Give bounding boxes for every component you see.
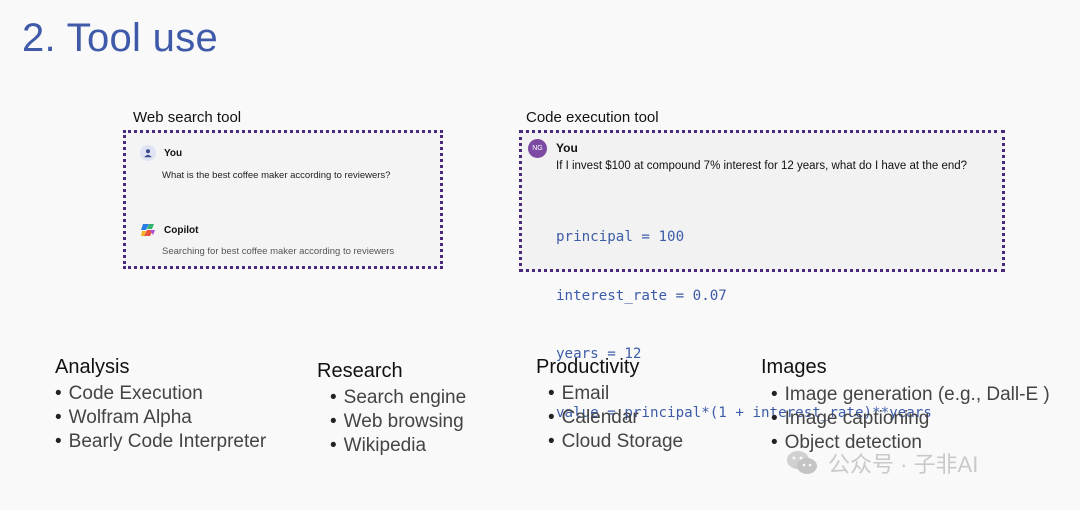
list-item: Image generation (e.g., Dall-E ) <box>771 383 1050 407</box>
watermark-text: 公众号 · 子非AI <box>828 452 979 477</box>
list-item: Object detection <box>771 431 1050 455</box>
list-item: Web browsing <box>330 410 466 434</box>
list-item: Email <box>548 382 683 406</box>
list-item: Code Execution <box>55 382 266 406</box>
user-message-text: What is the best coffee maker according … <box>162 170 391 181</box>
watermark: 公众号 · 子非AI <box>786 447 978 479</box>
code-line: principal = 100 <box>556 229 685 245</box>
list-item: Cloud Storage <box>548 430 683 454</box>
category-title: Research <box>317 360 403 382</box>
list-item: Image captioning <box>771 407 1050 431</box>
user-name: You <box>556 141 578 155</box>
user-name: You <box>164 147 183 159</box>
user-question: If I invest $100 at compound 7% interest… <box>556 160 968 172</box>
user-icon <box>140 145 156 161</box>
wechat-icon <box>786 449 818 477</box>
user-avatar: NG <box>528 139 547 158</box>
slide-title: 2. Tool use <box>22 16 219 60</box>
category-images: Images Image generation (e.g., Dall-E ) … <box>761 356 1050 455</box>
web-search-label: Web search tool <box>133 109 242 126</box>
list-item: Wolfram Alpha <box>55 406 266 430</box>
copilot-message-header: Copilot <box>140 222 198 238</box>
list-item: Search engine <box>330 386 467 410</box>
category-productivity: Productivity Email Calendar Cloud Storag… <box>536 356 683 454</box>
list-item: Calendar <box>548 406 683 430</box>
code-execution-panel: NG You If I invest $100 at compound 7% i… <box>519 130 1005 421</box>
copilot-status-text: Searching for best coffee maker accordin… <box>162 246 395 257</box>
user-message-header: You <box>140 145 182 161</box>
category-title: Images <box>761 356 827 378</box>
code-line: interest_rate = 0.07 <box>556 287 727 304</box>
list-item: Wikipedia <box>330 434 466 458</box>
category-analysis: Analysis Code Execution Wolfram Alpha Be… <box>55 356 266 454</box>
copilot-icon <box>140 222 156 238</box>
copilot-name: Copilot <box>164 224 199 236</box>
category-title: Productivity <box>536 356 640 378</box>
category-title: Analysis <box>55 356 130 378</box>
code-line: years = 12 <box>556 346 642 362</box>
category-research: Research Search engine Web browsing Wiki… <box>317 360 466 458</box>
web-search-panel: You What is the best coffee maker accord… <box>123 130 443 269</box>
list-item: Bearly Code Interpreter <box>55 430 267 454</box>
code-execution-label: Code execution tool <box>526 109 659 126</box>
